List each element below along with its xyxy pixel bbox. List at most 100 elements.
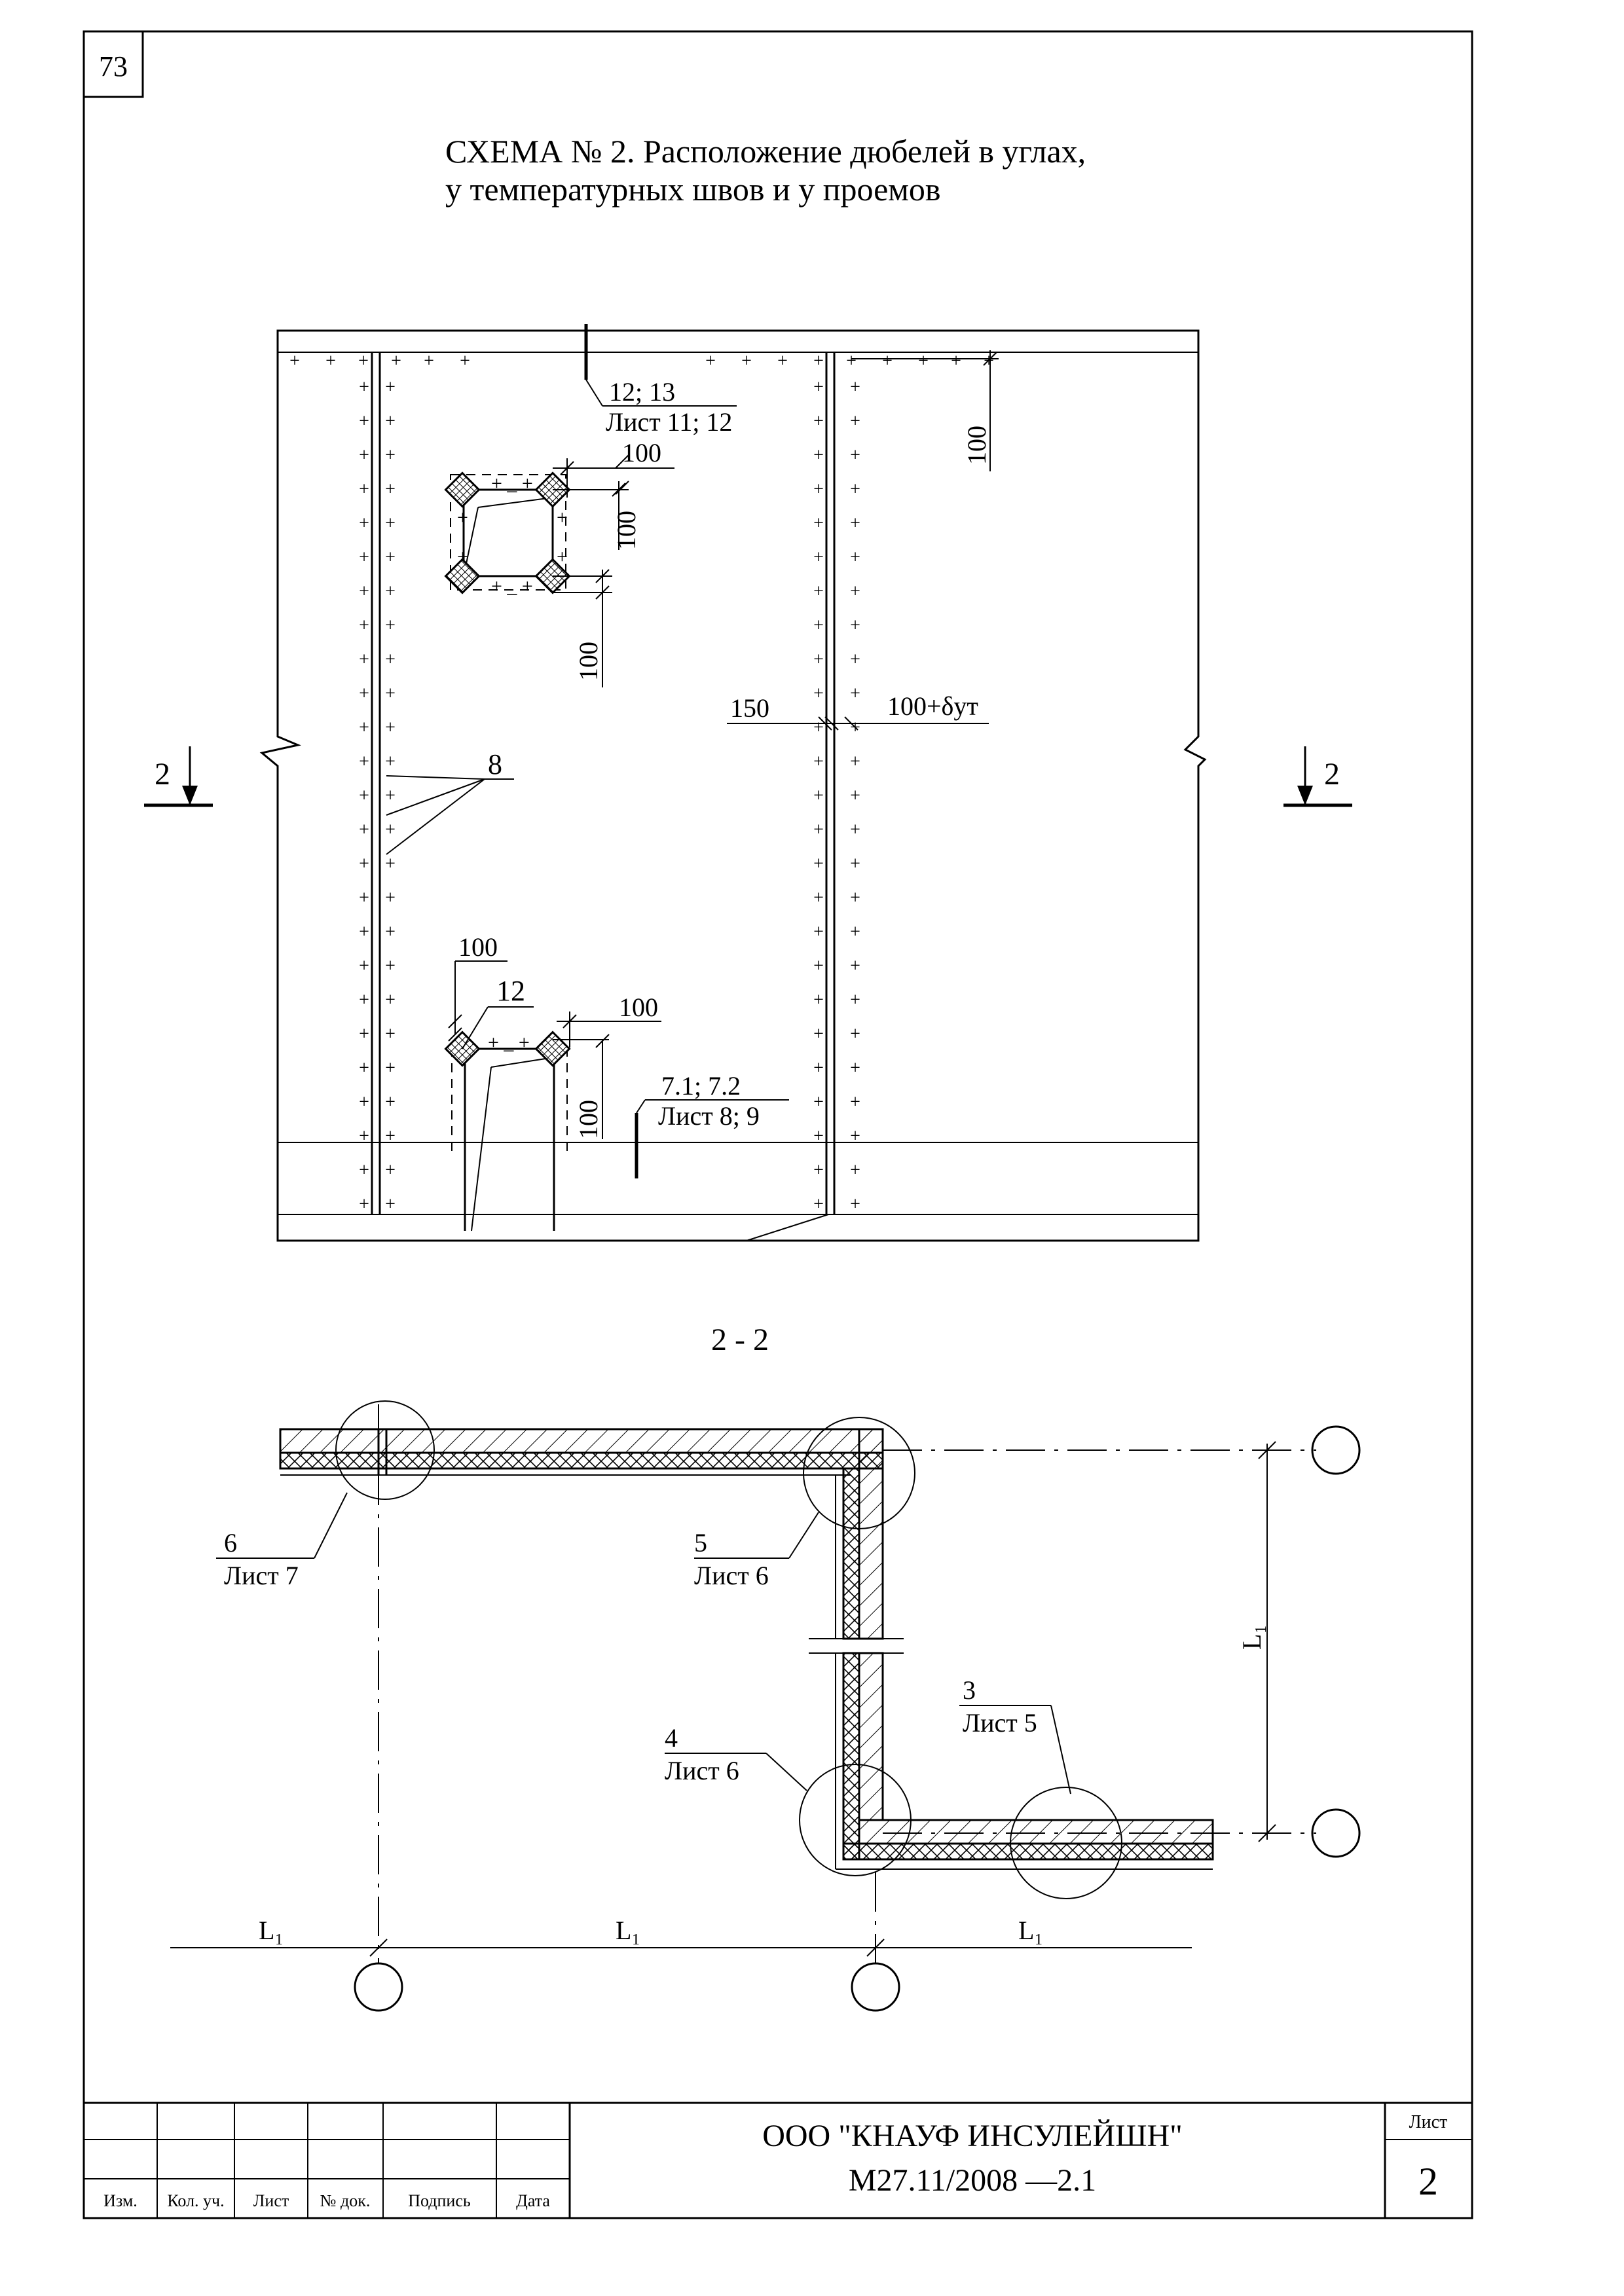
dowel-mark: +: [850, 1024, 860, 1044]
stamp-ndok: № док.: [320, 2191, 371, 2210]
dowel-mark: +: [850, 411, 860, 431]
dowel-mark: +: [391, 351, 401, 371]
dowel-mark: +: [813, 411, 824, 431]
dowel-mark: +: [424, 351, 434, 371]
dim-window-vertical: 100: [612, 511, 641, 550]
dowel-mark: +: [813, 649, 824, 670]
dowel-mark: +: [741, 351, 752, 371]
dowel-mark: +: [358, 351, 369, 371]
dowel-mark: +: [705, 351, 716, 371]
dowel-mark: +: [850, 615, 860, 636]
dowel-mark: +: [385, 1194, 396, 1214]
dowel-mark: +: [359, 615, 369, 636]
svg-text:+: +: [457, 507, 468, 528]
dowel-mark: +: [813, 820, 824, 840]
schema-title-line2: у температурных швов и у проемов: [445, 171, 941, 208]
dowel-mark: +: [813, 1126, 824, 1146]
dowel-mark: +: [813, 990, 824, 1010]
dowel-mark: +: [359, 956, 369, 976]
stamp-kol-uch: Кол. уч.: [167, 2191, 224, 2210]
dim-window-horizontal: 100: [622, 438, 661, 467]
dowel-mark: +: [813, 1058, 824, 1078]
page-frame: [83, 30, 1473, 2219]
dowel-mark: +: [385, 1092, 396, 1112]
dowel-mark: +: [813, 786, 824, 806]
dowel-mark: +: [918, 351, 929, 371]
node-5-sheet: Лист 6: [694, 1561, 769, 1590]
dowel-mark: +: [460, 351, 470, 371]
callout-top-line1: 12; 13: [609, 377, 675, 407]
window-dimensions: [553, 454, 674, 687]
dowel-mark: +: [385, 752, 396, 772]
dowel-mark: +: [850, 513, 860, 534]
axis-bubble-bottom-left: [354, 1962, 403, 2012]
dowel-mark: +: [385, 1160, 396, 1180]
node-circle-5: [803, 1417, 915, 1529]
svg-text:+ _ +: + _ +: [488, 1032, 530, 1053]
svg-text:+: +: [557, 507, 568, 528]
dowel-mark: +: [850, 1058, 860, 1078]
node-4-sheet: Лист 6: [665, 1756, 739, 1785]
dowel-mark: +: [850, 956, 860, 976]
section-title: 2 - 2: [711, 1322, 769, 1357]
callout-top-line2: Лист 11; 12: [606, 407, 732, 437]
dowel-mark: +: [385, 683, 396, 704]
dowel-mark: +: [813, 1024, 824, 1044]
schema-title-line1: СХЕМА № 2. Расположение дюбелей в углах,: [445, 133, 1086, 170]
axis-bubble-right-top: [1311, 1425, 1361, 1475]
dowel-mark: +: [813, 479, 824, 500]
section-marker-left-label: 2: [155, 757, 170, 792]
dowel-mark: +: [359, 990, 369, 1010]
sheet-number: 2: [1418, 2160, 1438, 2203]
section-marker-right: [1283, 746, 1352, 807]
dowel-mark: +: [813, 351, 824, 371]
dowel-mark: +: [385, 411, 396, 431]
document-code: М27.11/2008 —2.1: [849, 2163, 1096, 2198]
dowel-mark: +: [385, 547, 396, 568]
dowel-mark: +: [359, 1194, 369, 1214]
dowel-mark: +: [813, 1160, 824, 1180]
dowel-mark: +: [385, 922, 396, 942]
dowel-mark: +: [359, 547, 369, 568]
dim-100-joint: 100+δут: [887, 691, 978, 721]
dowel-mark: +: [359, 445, 369, 465]
dowel-mark: +: [359, 1058, 369, 1078]
leader-8-label: 8: [488, 748, 502, 780]
dowel-mark: +: [813, 581, 824, 602]
axis-spacing-left: L₁: [259, 1916, 284, 1945]
company-name: ООО "КНАУФ ИНСУЛЕЙШН": [762, 2119, 1183, 2153]
dowel-mark: +: [359, 649, 369, 670]
dowel-mark: +: [385, 820, 396, 840]
dowel-mark: +: [359, 820, 369, 840]
dim-window-below: 100: [574, 642, 603, 681]
dowel-mark: +: [813, 956, 824, 976]
dowel-mark: +: [850, 445, 860, 465]
corner-reinforcement-bl: [444, 558, 481, 594]
node-6-number: 6: [224, 1528, 237, 1558]
dowel-mark: +: [850, 854, 860, 874]
dowel-mark: +: [850, 888, 860, 908]
dim-top-right: 100: [962, 426, 991, 465]
dowel-mark: +: [385, 854, 396, 874]
dowel-mark: +: [385, 615, 396, 636]
dowel-mark: +: [813, 683, 824, 704]
stamp-data: Дата: [516, 2191, 550, 2210]
dowel-mark: +: [850, 547, 860, 568]
dowel-mark: +: [813, 888, 824, 908]
dowel-mark: +: [385, 445, 396, 465]
node-circle-6: [335, 1400, 435, 1500]
door-dimensions: [448, 960, 661, 1139]
stamp-list: Лист: [253, 2191, 289, 2210]
dowel-mark: +: [385, 1058, 396, 1078]
sheet-label: Лист: [1409, 2112, 1448, 2132]
svg-text:+: +: [557, 546, 568, 568]
dowel-mark: +: [951, 351, 961, 371]
leader-12-label: 12: [496, 975, 525, 1007]
dowel-mark: +: [984, 351, 994, 371]
axis-bubble-right-bottom: [1311, 1808, 1361, 1858]
dowel-mark: +: [850, 820, 860, 840]
node-4-number: 4: [665, 1723, 678, 1753]
dowel-mark: +: [385, 786, 396, 806]
dowel-mark: +: [385, 377, 396, 397]
dowel-mark: +: [846, 351, 857, 371]
